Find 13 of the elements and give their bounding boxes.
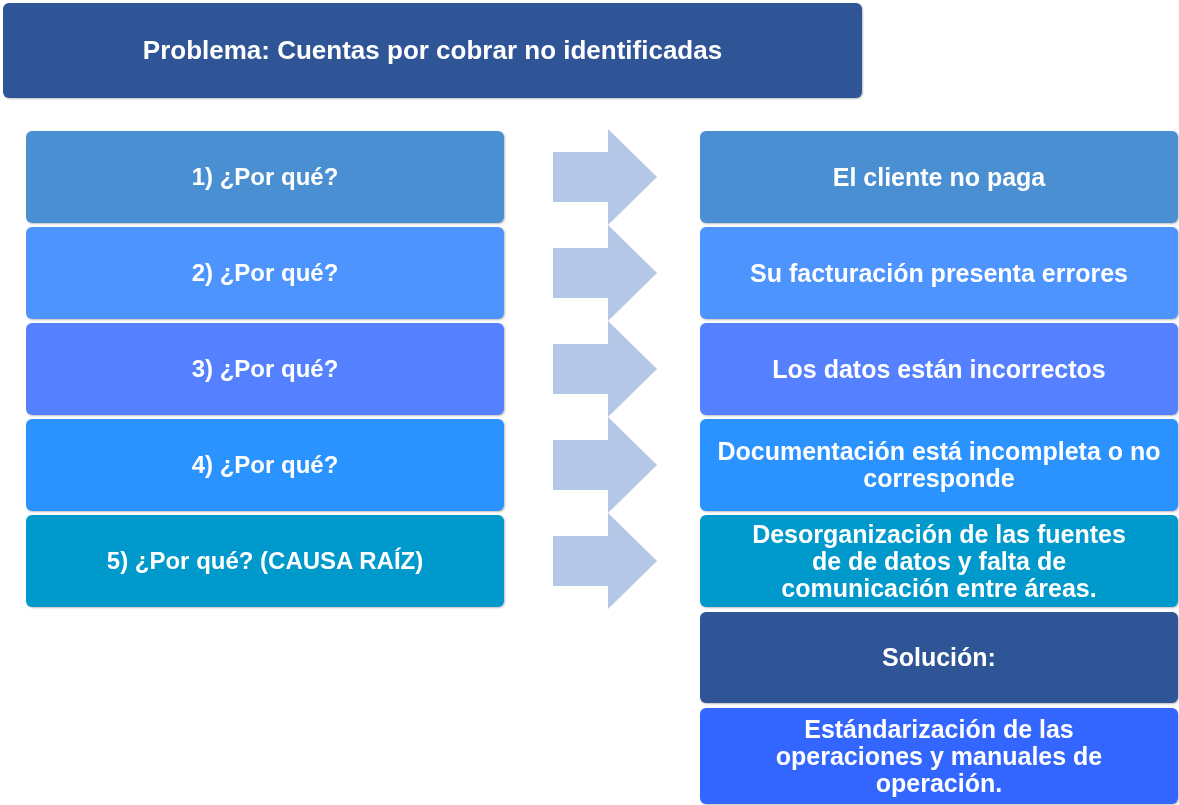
solution-heading-box: Solución: xyxy=(700,612,1178,703)
answer-box: El cliente no paga xyxy=(700,131,1178,223)
answer-box: Desorganización de las fuentes de de datos y falta de comunicación entre áreas. xyxy=(700,515,1178,607)
title-box: Problema: Cuentas por cobrar no identificadas xyxy=(3,3,862,98)
question-box: 3) ¿Por qué? xyxy=(26,323,504,415)
answer-box: Documentación está incompleta o no corresponde xyxy=(700,419,1178,511)
question-box: 2) ¿Por qué? xyxy=(26,227,504,319)
answer-box: Su facturación presenta errores xyxy=(700,227,1178,319)
solution-box: Estándarización de las operaciones y manuales de operación. xyxy=(700,708,1178,804)
answer-box: Los datos están incorrectos xyxy=(700,323,1178,415)
question-box: 1) ¿Por qué? xyxy=(26,131,504,223)
root-cause-box: 5) ¿Por qué? (CAUSA RAÍZ) xyxy=(26,515,504,607)
question-box: 4) ¿Por qué? xyxy=(26,419,504,511)
